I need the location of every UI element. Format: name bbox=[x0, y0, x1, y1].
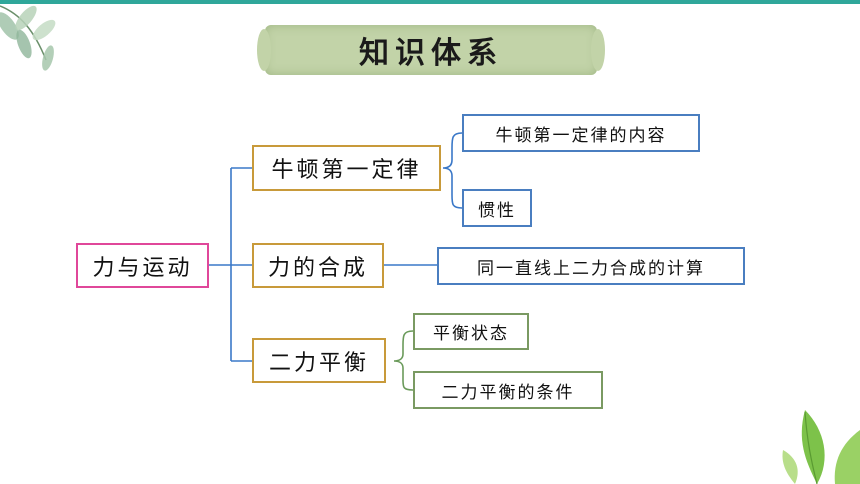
brace-balance bbox=[393, 330, 414, 391]
brace-newton bbox=[442, 132, 463, 209]
branch-node-newton-first-law: 牛顿第一定律 bbox=[252, 145, 441, 191]
title-banner: 知识体系 bbox=[257, 25, 605, 75]
leaf-bottom-right-icon bbox=[782, 410, 860, 484]
leaf-node-collinear-composition: 同一直线上二力合成的计算 bbox=[437, 247, 745, 285]
root-node: 力与运动 bbox=[76, 243, 209, 288]
leaf-node-newton-content: 牛顿第一定律的内容 bbox=[462, 114, 700, 152]
branch-node-force-composition: 力的合成 bbox=[252, 243, 384, 288]
page-title: 知识体系 bbox=[359, 36, 503, 71]
top-accent-line bbox=[0, 0, 860, 4]
leaf-node-inertia: 惯性 bbox=[462, 189, 532, 227]
branch-node-force-balance: 二力平衡 bbox=[252, 338, 386, 383]
leaf-branch-top-left-icon bbox=[0, 5, 56, 71]
leaf-node-balance-conditions: 二力平衡的条件 bbox=[413, 371, 603, 409]
leaf-node-equilibrium-state: 平衡状态 bbox=[413, 313, 529, 350]
